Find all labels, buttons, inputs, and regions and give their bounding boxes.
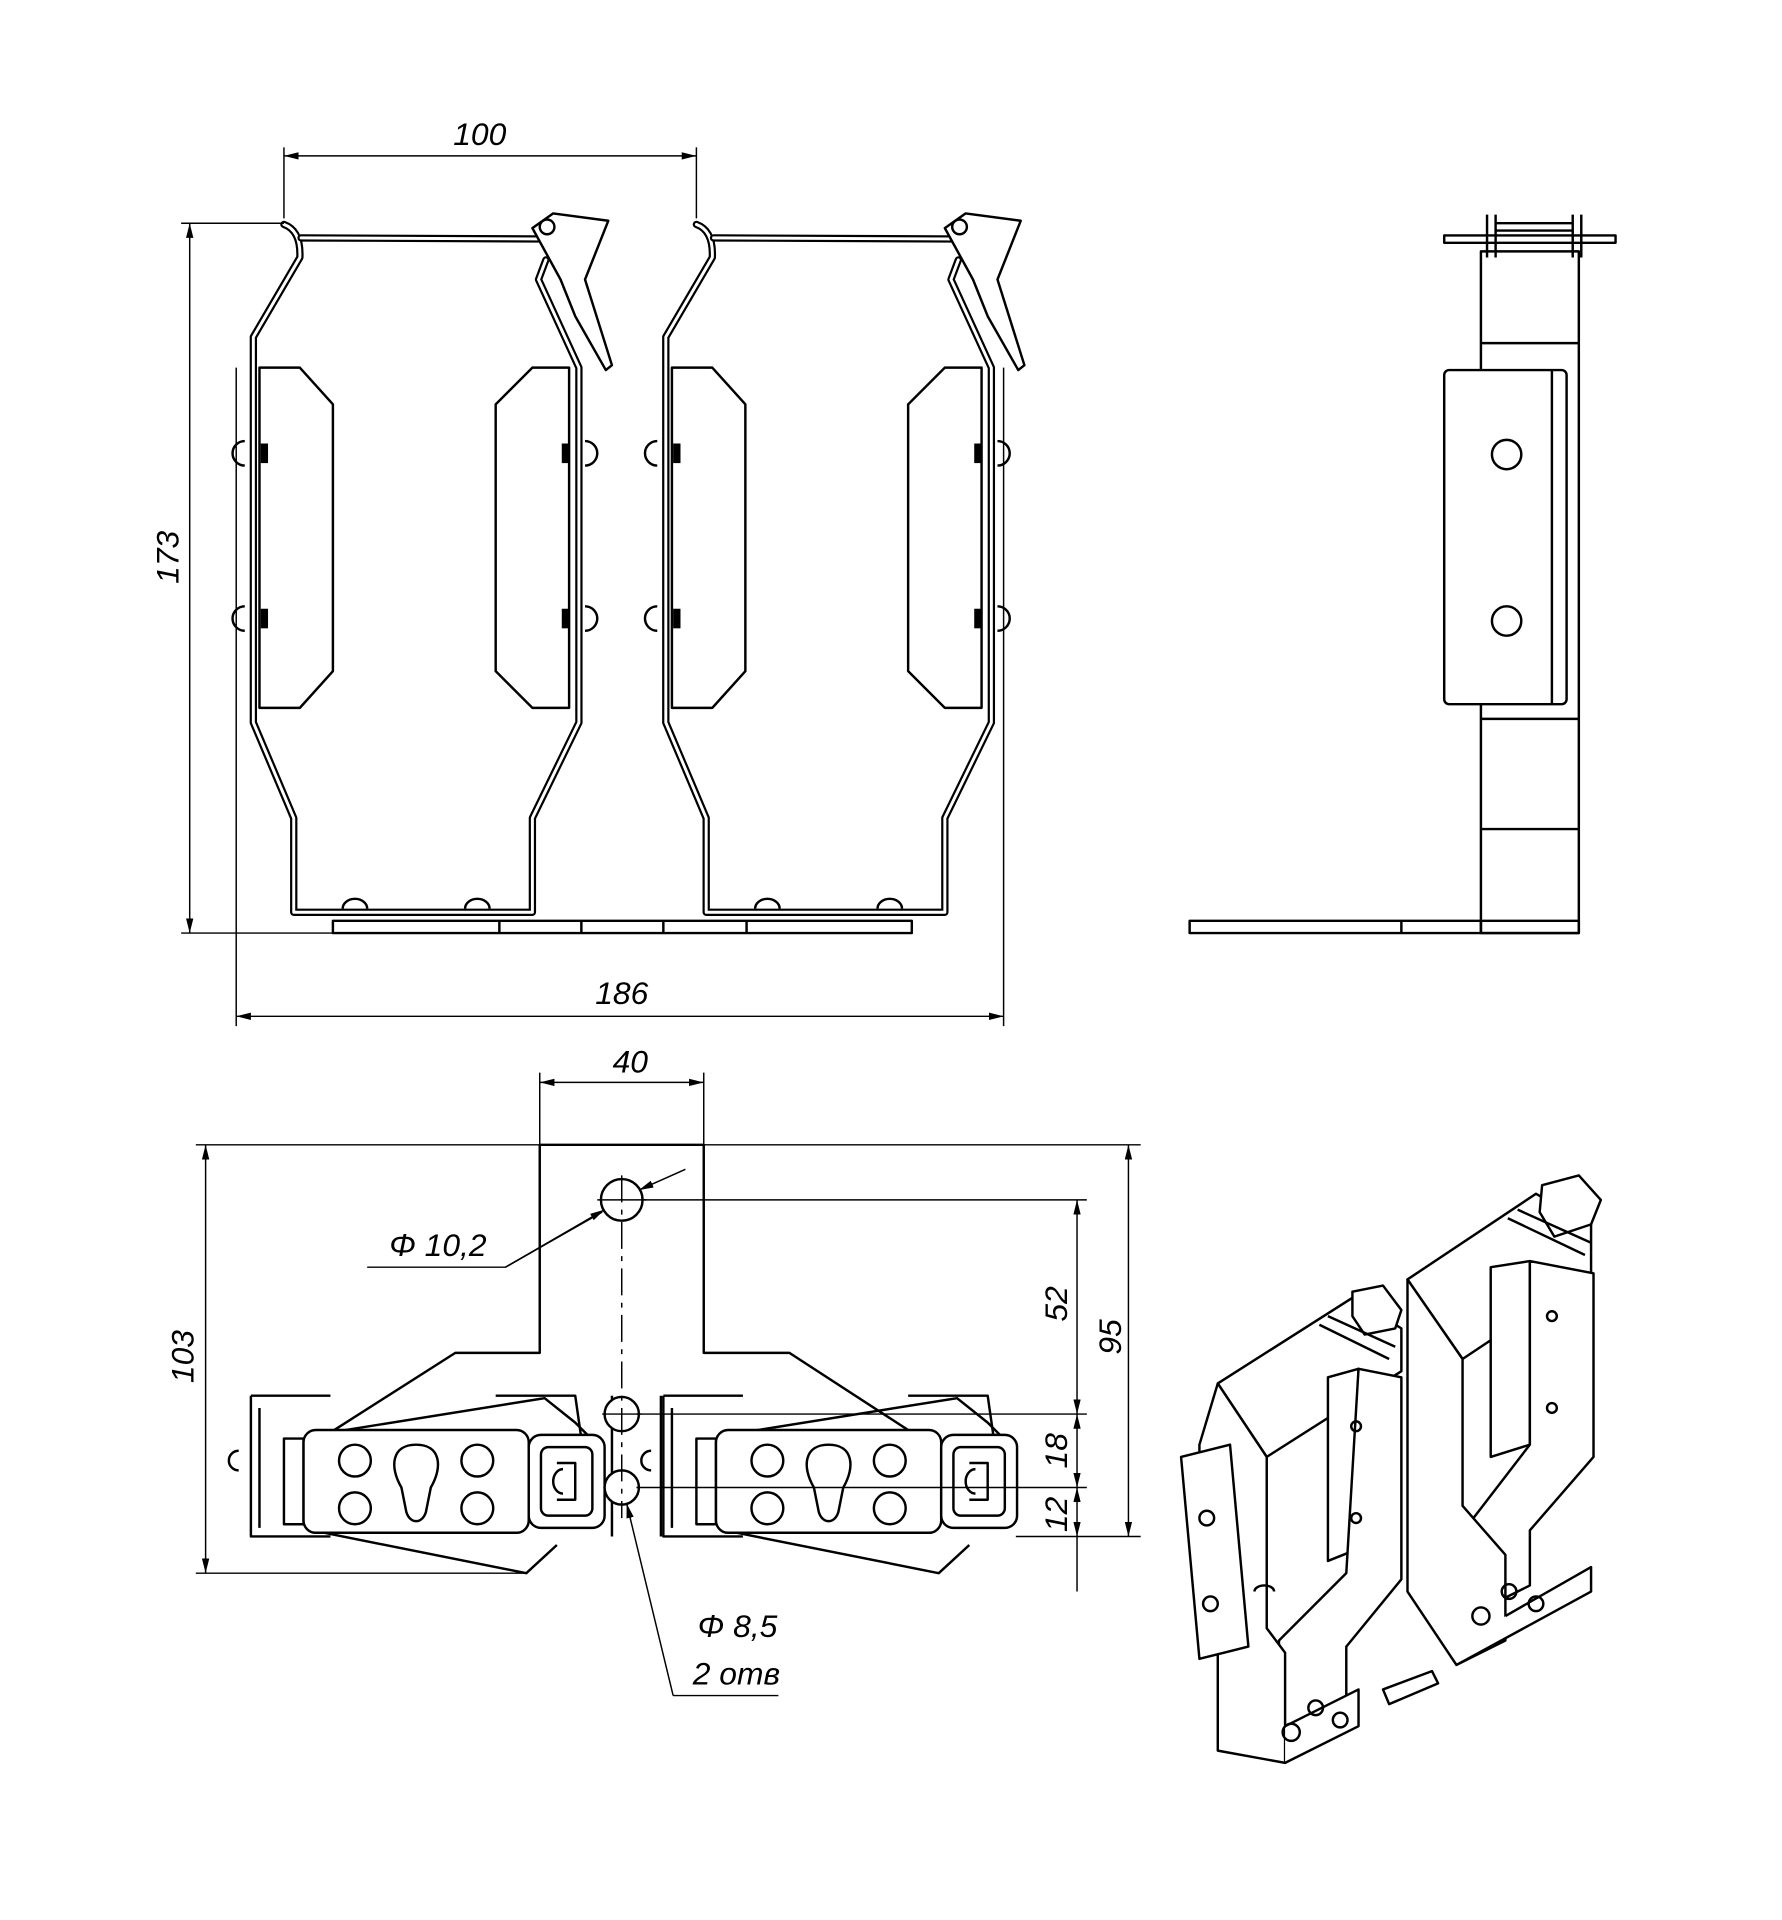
hole-small-count: 2 отв (692, 1656, 780, 1692)
dim-hole-to-bottom: 95 (1092, 1319, 1128, 1355)
dim-total-width: 186 (595, 975, 648, 1011)
hole-large-label: Φ 10,2 (389, 1227, 487, 1263)
holder-right-front (645, 213, 1024, 912)
dim-height: 173 (150, 530, 186, 583)
isometric-view (1179, 1174, 1603, 1765)
holder-left-top (227, 1394, 606, 1575)
base-plate-front (331, 919, 914, 935)
holder-left-front (233, 213, 612, 912)
holder-front-iso (1179, 1284, 1440, 1765)
mount-hole-upper (1490, 438, 1523, 471)
dim-stem-width: 40 (613, 1044, 649, 1080)
top-view (227, 1143, 1019, 1575)
dim-width-single: 100 (453, 116, 506, 152)
dim-hole-spacing-top: 52 (1038, 1286, 1074, 1322)
hole-small-label: Φ 8,5 (698, 1608, 778, 1644)
front-dimensions: 100 173 186 (150, 116, 1005, 1027)
top-dimensions: 40 103 95 52 18 12 Φ 10,2 Φ 8,5 2 отв (164, 1044, 1141, 1697)
holder-rear-iso (1406, 1174, 1603, 1667)
holder-right-top (640, 1394, 1019, 1575)
front-view (233, 213, 1025, 935)
mount-hole-lower (1490, 605, 1523, 637)
side-view (1188, 214, 1617, 935)
dim-hole-spacing-low: 12 (1038, 1496, 1074, 1532)
dim-hole-spacing-mid: 18 (1038, 1433, 1074, 1469)
dim-total-depth: 103 (164, 1330, 200, 1383)
